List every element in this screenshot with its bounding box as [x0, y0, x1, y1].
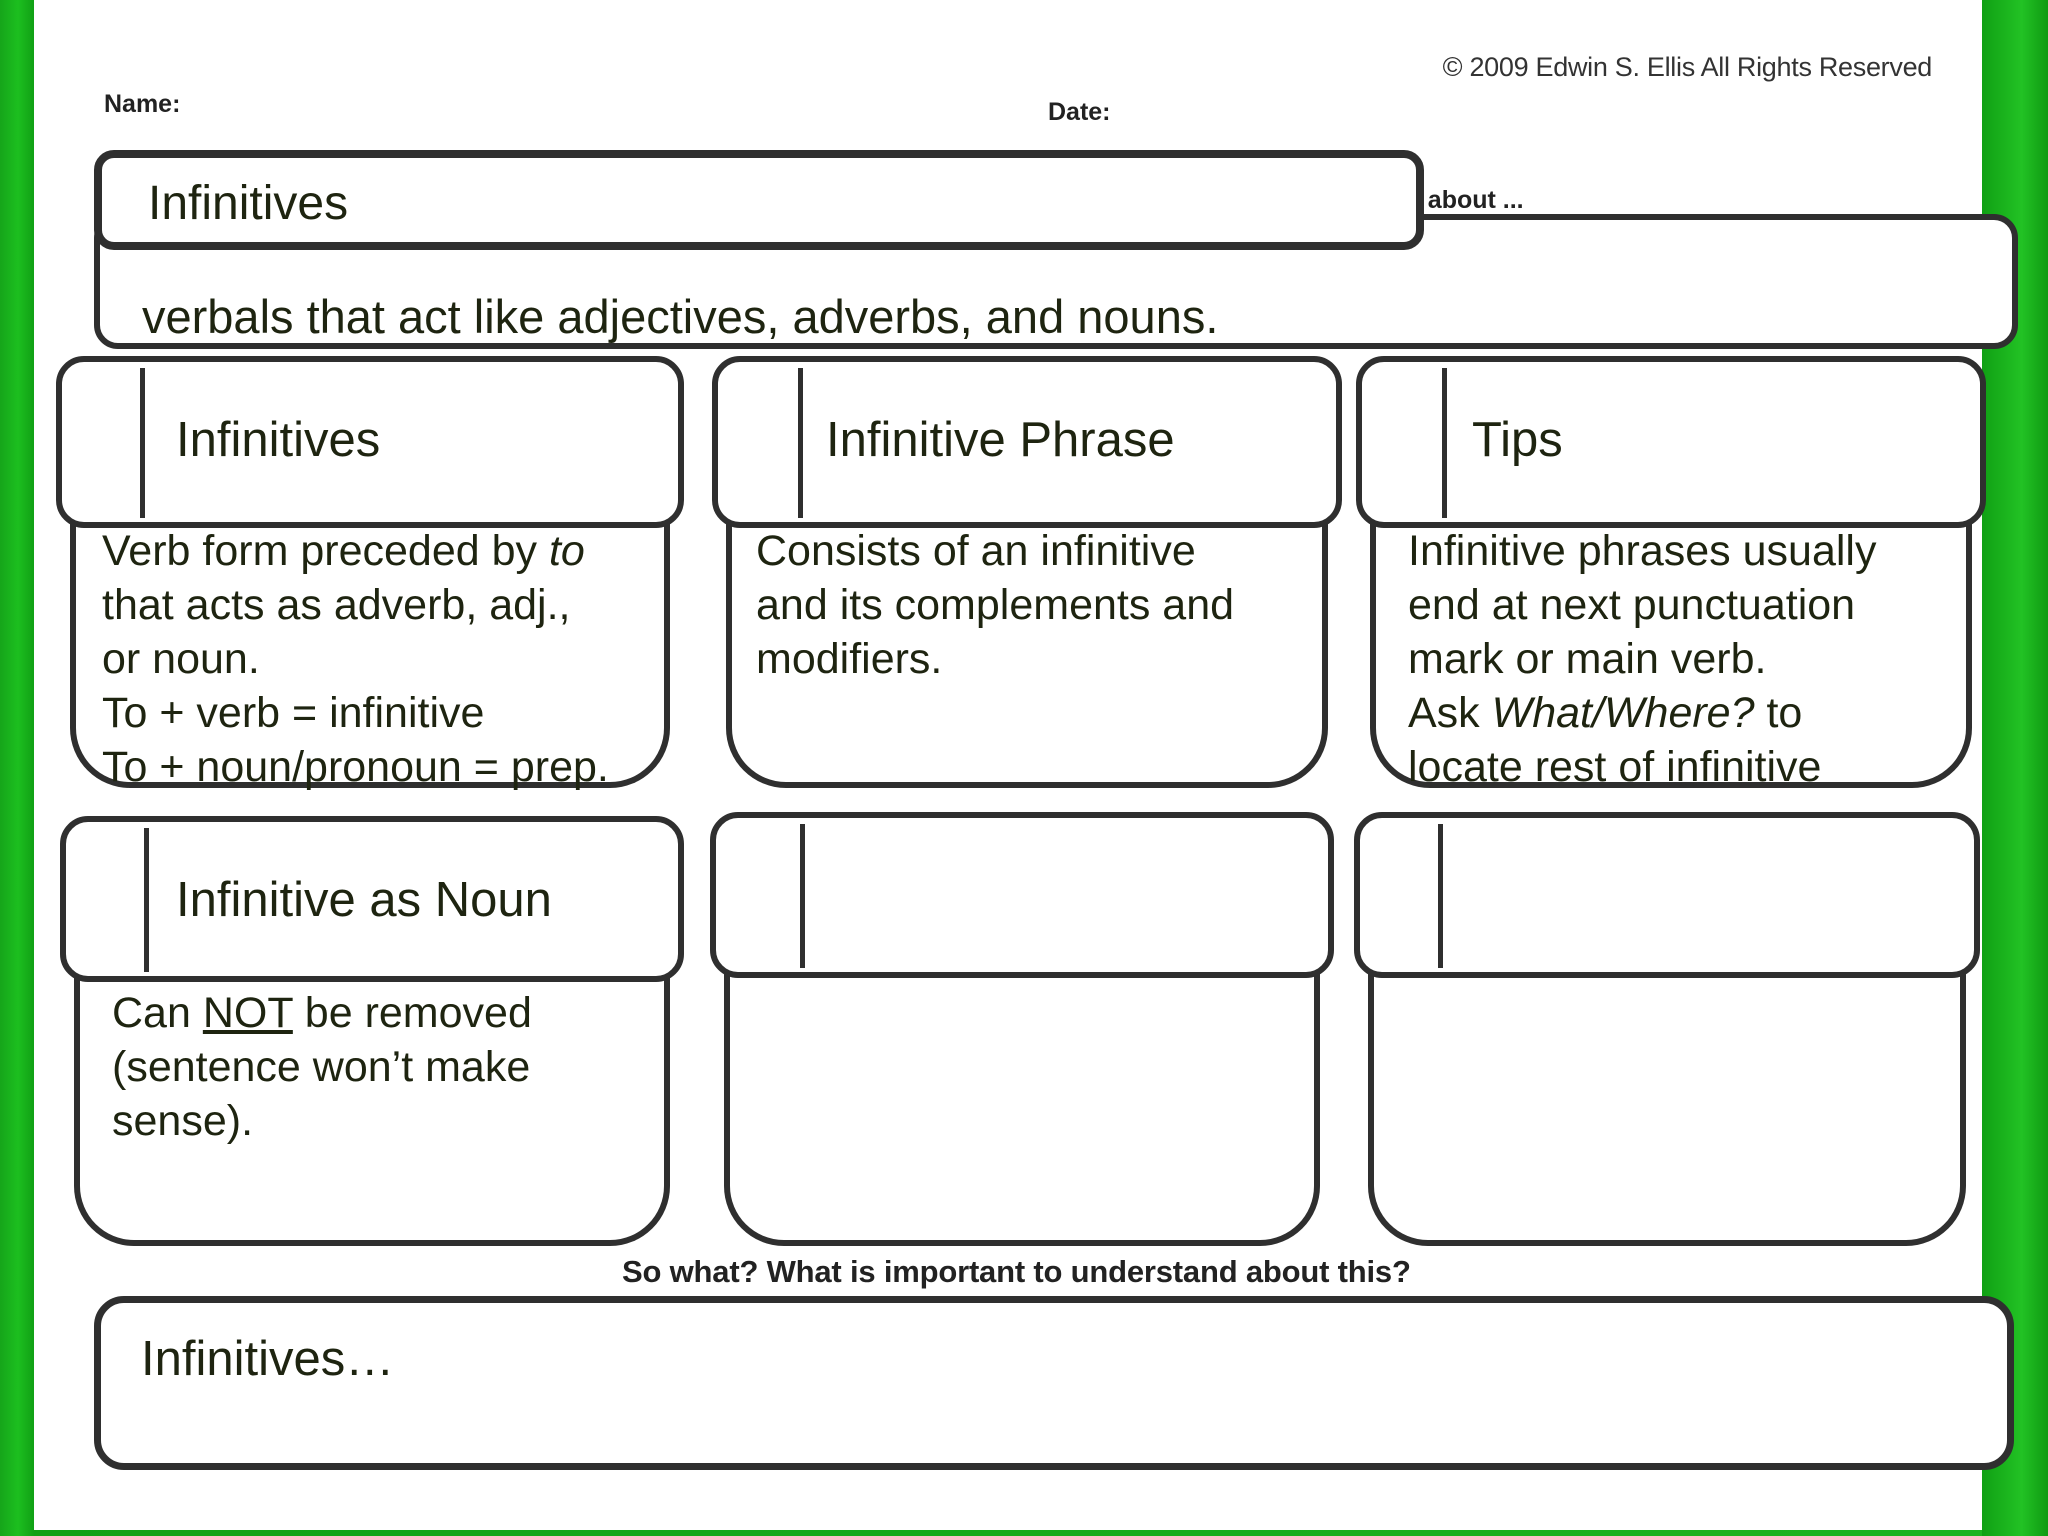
card-divider: [1442, 368, 1447, 518]
card-4-text: Can NOT be removed (sentence won’t make …: [112, 986, 532, 1148]
card-1-line-5: To + noun/pronoun = prep.: [102, 743, 609, 791]
copyright-text: © 2009 Edwin S. Ellis All Rights Reserve…: [1442, 52, 1933, 82]
card-divider: [144, 828, 149, 972]
worksheet-page: © 2009 Edwin S. Ellis All Rights Reserve…: [34, 0, 2018, 1530]
card-3-line-1: Infinitive phrases usually: [1408, 527, 1877, 575]
card-4-body[interactable]: Can NOT be removed (sentence won’t make …: [74, 968, 670, 1246]
date-label: Date:: [1048, 98, 1111, 126]
card-3-line-2: end at next punctuation: [1408, 581, 1856, 629]
card-3-text: Infinitive phrases usually end at next p…: [1408, 524, 1876, 794]
card-3-line-3: mark or main verb.: [1408, 635, 1767, 683]
card-2-line-2: and its complements and: [756, 581, 1235, 629]
card-2-text: Consists of an infinitive and its comple…: [756, 524, 1234, 686]
card-3-line-4: Ask What/Where? to: [1408, 689, 1803, 737]
card-2-line-3: modifiers.: [756, 635, 943, 683]
card-1-heading: Infinitives: [176, 413, 381, 467]
card-divider: [798, 368, 803, 518]
card-1-line-4: To + verb = infinitive: [102, 689, 485, 737]
card-4-line-1: Can NOT be removed: [112, 989, 532, 1037]
card-divider: [140, 368, 145, 518]
card-3-header[interactable]: Tips: [1356, 356, 1986, 528]
card-4-heading: Infinitive as Noun: [176, 873, 552, 927]
card-1-line-3: or noun.: [102, 635, 260, 683]
card-1-text: Verb form preceded by to that acts as ad…: [102, 524, 609, 794]
card-6-header[interactable]: [1354, 812, 1980, 978]
card-2-heading: Infinitive Phrase: [826, 413, 1175, 467]
card-1-line-2: that acts as adverb, adj.,: [102, 581, 571, 629]
card-1-header[interactable]: Infinitives: [56, 356, 684, 528]
card-2-line-1: Consists of an infinitive: [756, 527, 1196, 575]
card-4-header[interactable]: Infinitive as Noun: [60, 816, 684, 982]
card-1-body[interactable]: Verb form preceded by to that acts as ad…: [70, 510, 670, 791]
card-4-line-2: (sentence won’t make: [112, 1043, 531, 1091]
card-3-body[interactable]: Infinitive phrases usually end at next p…: [1370, 510, 1972, 791]
card-5-header[interactable]: [710, 812, 1334, 978]
so-what-answer: Infinitives…: [141, 1332, 395, 1386]
topic-summary: verbals that act like adjectives, adverb…: [142, 290, 1219, 343]
name-label: Name:: [104, 90, 181, 118]
topic-title-box[interactable]: Infinitives: [94, 150, 1424, 250]
topic-title: Infinitives: [148, 177, 349, 230]
so-what-prompt: So what? What is important to understand…: [622, 1254, 1411, 1289]
card-4-line-3: sense).: [112, 1097, 254, 1145]
card-3-line-5: locate rest of infinitive: [1408, 743, 1822, 791]
card-2-header[interactable]: Infinitive Phrase: [712, 356, 1342, 528]
card-5-body[interactable]: [724, 968, 1320, 1246]
card-3-heading: Tips: [1472, 413, 1563, 467]
card-1-line-1: Verb form preceded by to: [102, 527, 585, 575]
card-6-body[interactable]: [1368, 968, 1966, 1246]
card-divider: [800, 824, 805, 968]
card-divider: [1438, 824, 1443, 968]
so-what-box[interactable]: Infinitives…: [94, 1296, 2014, 1470]
card-2-body[interactable]: Consists of an infinitive and its comple…: [726, 510, 1328, 788]
